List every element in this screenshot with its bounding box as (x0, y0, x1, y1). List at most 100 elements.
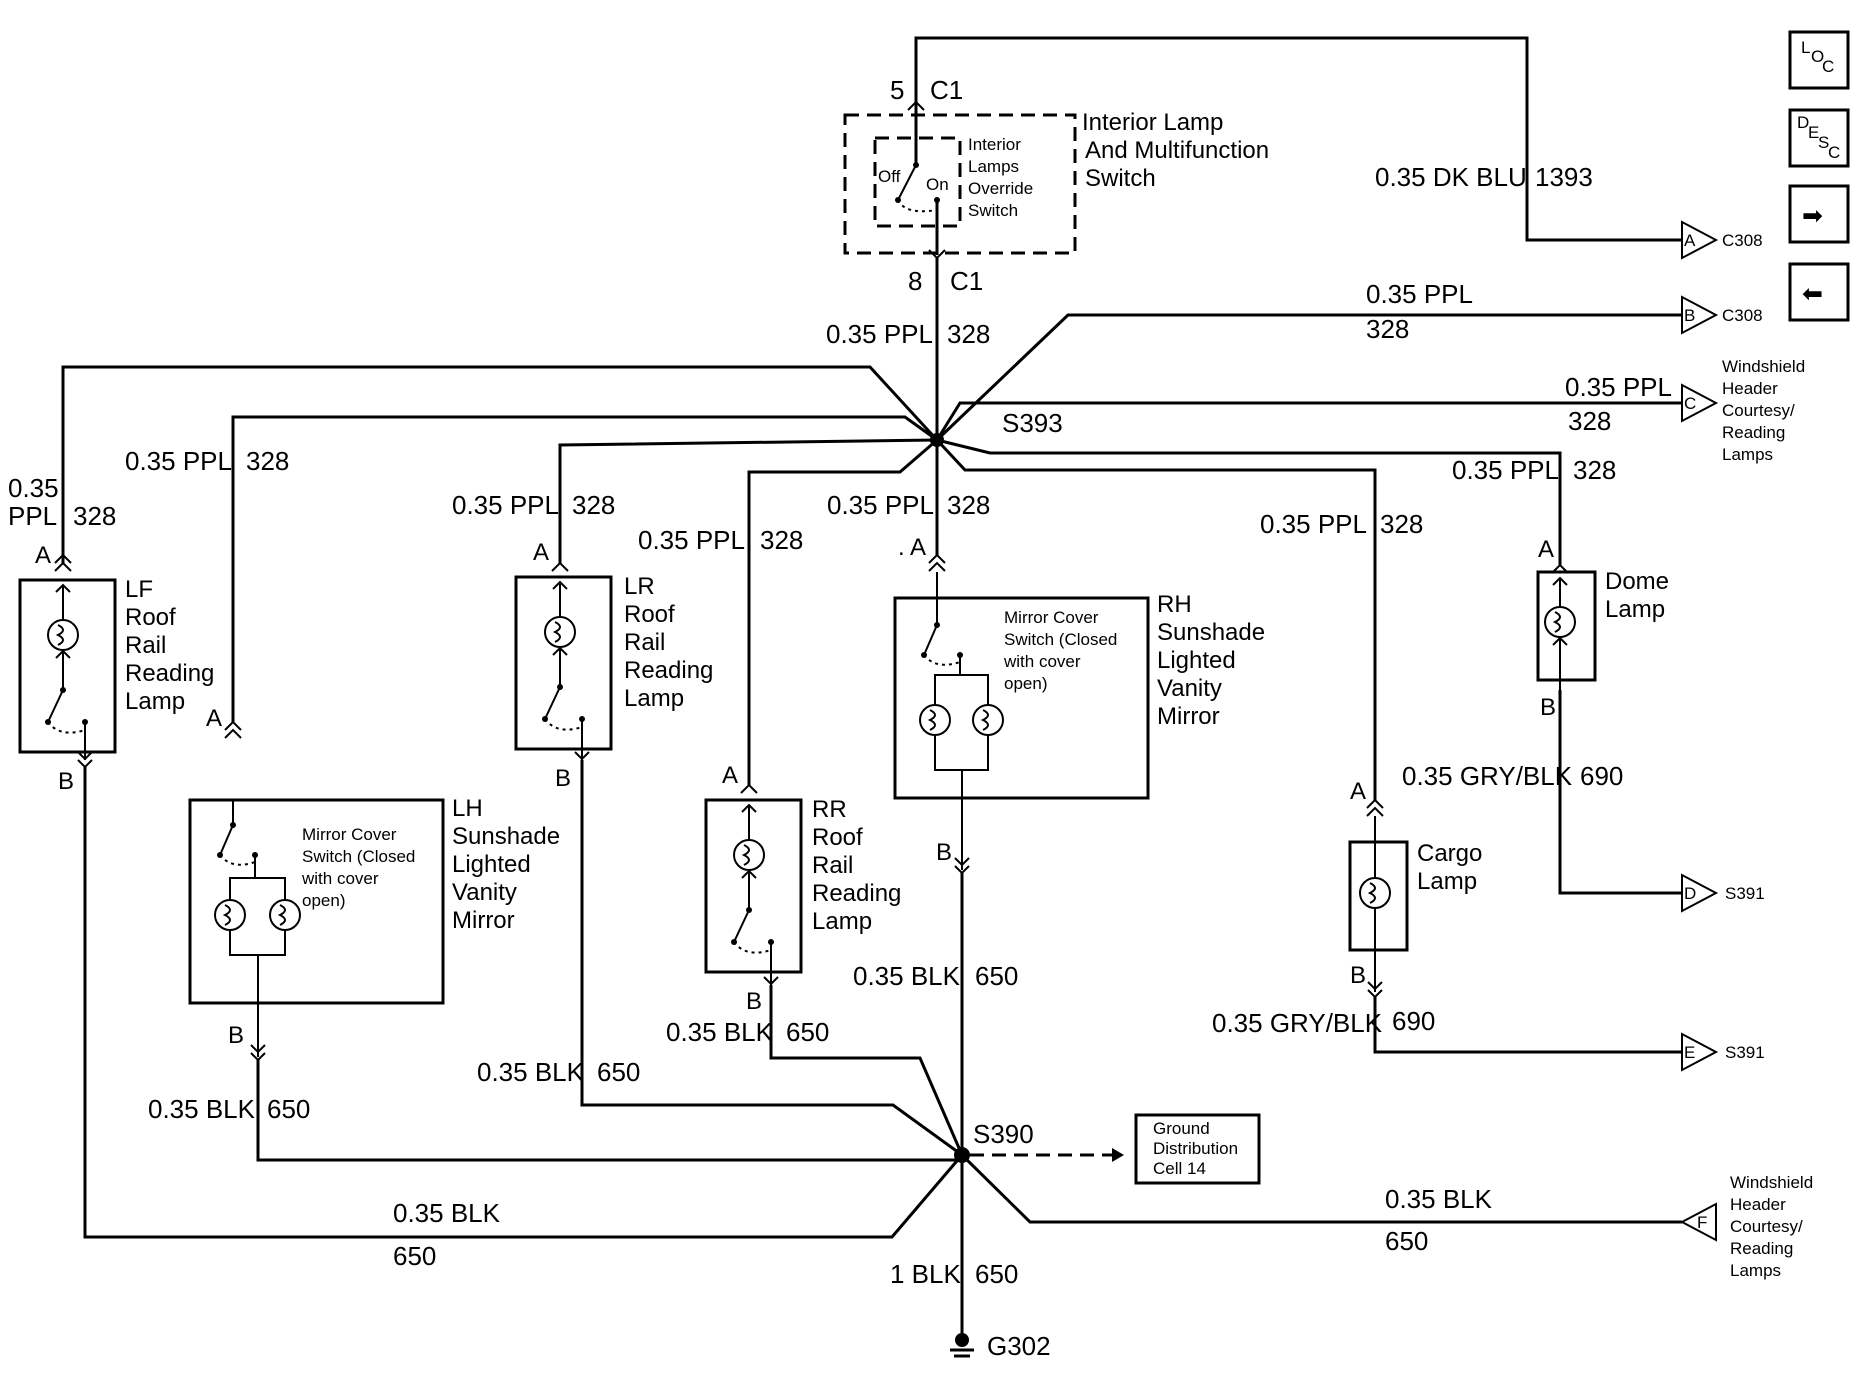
dome-pin-b: B (1540, 694, 1556, 721)
c1-top-label: C1 (930, 75, 963, 105)
lh-mirror-switch-1: Mirror Cover (302, 825, 397, 844)
windshield-c-label-2: Header (1722, 379, 1778, 398)
lh-mirror-switch-2: Switch (Closed (302, 847, 415, 866)
svg-text:D: D (1797, 113, 1809, 132)
override-on-label: On (926, 175, 949, 194)
lh-sunshade-lighted-vanity-mirror: A B Mirror Cover Switch (Closed with cov… (188, 705, 560, 1062)
wire-blk-lh: 0.35 BLK (148, 1094, 256, 1124)
rh-mirror-switch-2: Switch (Closed (1004, 630, 1117, 649)
wire-ppl-rh: 0.35 PPL (827, 490, 934, 520)
rr-pin-a: A (722, 762, 738, 789)
c308-b-label: C308 (1722, 306, 1763, 325)
wire-328-dome: 328 (1573, 455, 1616, 485)
rr-label-2: Roof (812, 824, 863, 851)
wire-690-dome: 690 (1580, 761, 1623, 791)
lf-roof-rail-reading-lamp: A B LF Roof Rail Reading Lamp (18, 542, 214, 795)
lh-label-2: Sunshade (452, 823, 560, 850)
override-switch-label-3: Override (968, 179, 1033, 198)
connector-c308-a: A C308 (1681, 220, 1763, 260)
windshield-f-label-1: Windshield (1730, 1173, 1813, 1192)
wire-ppl-c308b: 0.35 PPL (1366, 279, 1473, 309)
lh-label-3: Lighted (452, 851, 531, 878)
ground-distribution-cell: Ground Distribution Cell 14 (1134, 1113, 1261, 1185)
wire-328-windshield-c: 328 (1568, 406, 1611, 436)
wire-650-g302: 650 (975, 1259, 1018, 1289)
svg-text:L: L (1801, 38, 1810, 57)
windshield-f-label-3: Courtesy/ (1730, 1217, 1803, 1236)
wire-blk-windshield-f: 0.35 BLK (1385, 1184, 1493, 1214)
rr-label-3: Rail (812, 852, 853, 879)
wire-blk-lr: 0.35 BLK (477, 1057, 585, 1087)
dome-label-2: Lamp (1605, 596, 1665, 623)
lf-label-3: Rail (125, 632, 166, 659)
next-page-button[interactable]: ➡ (1788, 184, 1850, 244)
ground-cell-label-2: Distribution (1153, 1139, 1238, 1158)
ground-cell-label-1: Ground (1153, 1119, 1210, 1138)
lf-label-4: Reading (125, 660, 214, 687)
dome-lamp: A B Dome Lamp (1536, 536, 1669, 721)
lf-label-2: Roof (125, 604, 176, 631)
svg-text:F: F (1697, 1213, 1707, 1232)
main-switch-label-3: Switch (1085, 165, 1156, 192)
svg-text:A: A (1684, 231, 1696, 250)
lr-label-1: LR (624, 573, 655, 600)
windshield-c-label-1: Windshield (1722, 357, 1805, 376)
lf-label-5: Lamp (125, 688, 185, 715)
connector-s391-d: D S391 (1681, 873, 1765, 913)
svg-text:C: C (1684, 394, 1696, 413)
wire-dkblu-label: 0.35 DK BLU (1375, 162, 1527, 192)
lf-label-1: LF (125, 576, 153, 603)
lh-pin-a: A (206, 705, 222, 732)
lh-label-5: Mirror (452, 907, 515, 934)
rh-mirror-switch-4: open) (1004, 674, 1047, 693)
prev-page-button[interactable]: ⬅ (1788, 262, 1850, 322)
cargo-lamp: A B Cargo Lamp (1348, 778, 1482, 999)
rh-sunshade-lighted-vanity-mirror: . A B Mirror Cover Switch (Closed with c… (893, 534, 1265, 875)
rr-label-1: RR (812, 796, 847, 823)
wire-ppl-lh: 0.35 PPL (125, 446, 232, 476)
lr-label-5: Lamp (624, 685, 684, 712)
cargo-pin-b: B (1350, 962, 1366, 989)
wire-ppl-s393-top: 0.35 PPL (826, 319, 933, 349)
desc-button[interactable]: D E S C (1788, 108, 1850, 168)
wire-1393-label: 1393 (1535, 162, 1593, 192)
wire-328-lf: 328 (73, 501, 116, 531)
connector-c308-b: B C308 (1681, 295, 1763, 335)
arrow-right-icon: ➡ (1802, 202, 1823, 230)
c308-a-label: C308 (1722, 231, 1763, 250)
connector-s391-e: E S391 (1681, 1032, 1765, 1072)
rh-label-1: RH (1157, 591, 1192, 618)
c1-top-pin: 5 (890, 75, 904, 105)
lh-mirror-switch-4: open) (302, 891, 345, 910)
wire-650-lf: 650 (393, 1241, 436, 1271)
wire-1blk: 1 BLK (890, 1259, 961, 1289)
wire-ppl-lf-bottom: PPL (8, 501, 57, 531)
wire-ppl-lr: 0.35 PPL (452, 490, 559, 520)
lr-label-4: Reading (624, 657, 713, 684)
c1-bottom-pin: 8 (908, 266, 922, 296)
rh-label-2: Sunshade (1157, 619, 1265, 646)
rh-pin-a: . A (898, 534, 926, 561)
override-switch-label-4: Switch (968, 201, 1018, 220)
rr-label-5: Lamp (812, 908, 872, 935)
wire-328-c308b: 328 (1366, 314, 1409, 344)
wire-328-s393-top: 328 (947, 319, 990, 349)
loc-button[interactable]: L O C (1788, 30, 1850, 90)
override-switch-label-1: Interior (968, 135, 1021, 154)
cargo-label-1: Cargo (1417, 840, 1482, 867)
lf-pin-b: B (58, 768, 74, 795)
arrow-left-icon: ⬅ (1802, 280, 1823, 308)
lr-pin-b: B (555, 765, 571, 792)
wire-650-rr: 650 (786, 1017, 829, 1047)
svg-text:B: B (1684, 306, 1695, 325)
windshield-c-label-4: Reading (1722, 423, 1785, 442)
s391-e-label: S391 (1725, 1043, 1765, 1062)
s390-label: S390 (973, 1119, 1034, 1149)
windshield-f-label-4: Reading (1730, 1239, 1793, 1258)
connector-windshield-f: F Windshield Header Courtesy/ Reading La… (1679, 1173, 1813, 1280)
override-off-label: Off (878, 167, 901, 186)
lh-pin-b: B (228, 1022, 244, 1049)
wire-650-windshield-f: 650 (1385, 1226, 1428, 1256)
wire-ppl-dome: 0.35 PPL (1452, 455, 1559, 485)
